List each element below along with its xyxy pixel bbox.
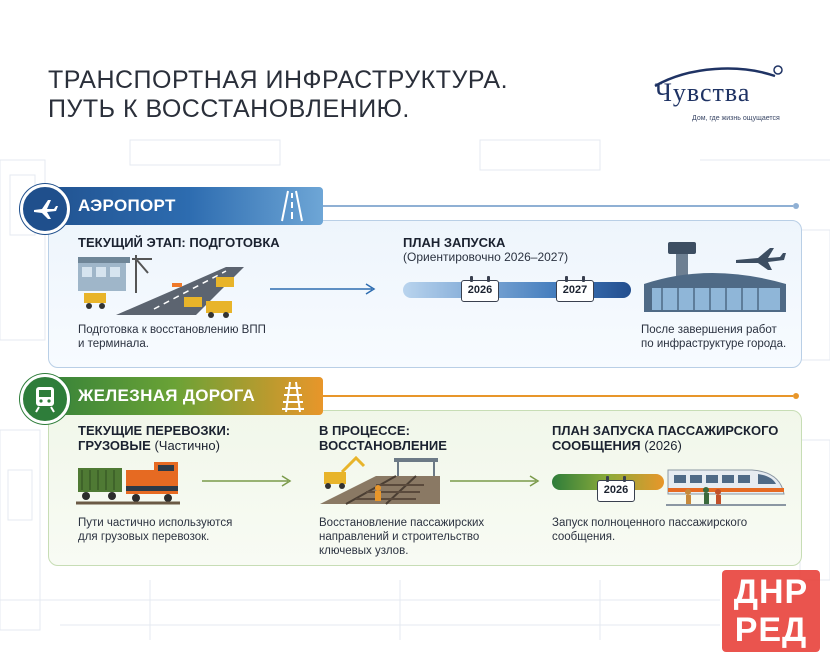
rail-plan-heading-year: (2026) xyxy=(644,438,682,453)
airport-header-line xyxy=(323,205,793,207)
rail-header-line xyxy=(323,395,793,397)
airport-year-badge-2027: 2027 xyxy=(556,276,594,302)
rail-track-icon xyxy=(282,381,304,413)
airport-current-text-1: Подготовка к восстановлению ВПП xyxy=(78,324,266,336)
airport-section-title: АЭРОПОРТ xyxy=(78,196,176,215)
logo-text: Чувства xyxy=(655,78,751,107)
watermark-line-2: РЕД xyxy=(734,611,808,649)
rail-arrow-2-icon xyxy=(450,475,540,487)
rail-current-text-1: Пути частично используются xyxy=(78,517,233,529)
airport-plan-heading: ПЛАН ЗАПУСКА xyxy=(403,235,506,250)
airplane-icon xyxy=(20,184,70,234)
rail-process-text-1: Восстановление пассажирских xyxy=(319,517,485,529)
freight-train-illustration xyxy=(76,462,180,505)
watermark-stamp: ДНР РЕД xyxy=(722,570,820,652)
rail-plan-heading-2-row: СООБЩЕНИЯ (2026) xyxy=(552,438,682,453)
runway-icon xyxy=(281,190,303,222)
rail-year-badge-2026: 2026 xyxy=(597,476,635,502)
rail-plan-text-1: Запуск полноценного пассажирского xyxy=(552,517,748,529)
airport-current-text-2: и терминала. xyxy=(78,338,149,350)
airport-after-text-1: После завершения работ xyxy=(641,324,777,336)
rail-plan-heading-2: СООБЩЕНИЯ xyxy=(552,438,641,453)
airport-plan-sub: (Ориентировочно 2026–2027) xyxy=(403,250,569,264)
rail-arrow-1-icon xyxy=(202,475,292,487)
rail-current-heading-note: (Частично) xyxy=(154,438,220,453)
rail-section-title: ЖЕЛЕЗНАЯ ДОРОГА xyxy=(78,386,256,405)
rail-process-heading-2: ВОССТАНОВЛЕНИЕ xyxy=(319,438,447,453)
airport-after-text-2: по инфраструктуре города. xyxy=(641,338,787,350)
airport-timeline-bar xyxy=(403,282,631,298)
rail-process-text-2: направлений и строительство xyxy=(319,531,480,543)
passenger-train-illustration xyxy=(666,469,786,506)
logo-tagline: Дом, где жизнь ощущается xyxy=(692,115,780,122)
train-icon xyxy=(20,374,70,424)
page-title-line-1: ТРАНСПОРТНАЯ ИНФРАСТРУКТУРА. xyxy=(48,66,509,94)
rail-process-text-3: ключевых узлов. xyxy=(319,545,409,557)
rail-current-heading-2-row: ГРУЗОВЫЕ (Частично) xyxy=(78,438,220,453)
rail-plan-text-2: сообщения. xyxy=(552,531,616,543)
logo-swoosh-icon xyxy=(654,65,783,88)
rail-current-heading-2: ГРУЗОВЫЕ xyxy=(78,438,151,453)
rail-current-text-2: для грузовых перевозок. xyxy=(78,531,210,543)
airport-current-stage-heading: ТЕКУЩИЙ ЭТАП: ПОДГОТОВКА xyxy=(78,235,280,250)
airport-arrow-icon xyxy=(270,283,376,295)
rail-current-heading-1: ТЕКУЩИЕ ПЕРЕВОЗКИ: xyxy=(78,423,231,438)
rail-process-heading-1: В ПРОЦЕССЕ: xyxy=(319,423,410,438)
airport-year-badge-2026: 2026 xyxy=(461,276,499,302)
airport-header-bar xyxy=(25,187,323,225)
rail-construction-illustration xyxy=(320,455,440,505)
page-title-line-2: ПУТЬ К ВОССТАНОВЛЕНИЮ. xyxy=(48,95,410,123)
airport-terminal-illustration xyxy=(644,242,786,312)
airport-construction-illustration xyxy=(78,255,244,318)
watermark-line-1: ДНР xyxy=(733,573,809,611)
rail-plan-heading-1: ПЛАН ЗАПУСКА ПАССАЖИРСКОГО xyxy=(552,423,779,438)
rail-header-bar xyxy=(25,377,323,415)
airport-line-dot xyxy=(793,203,799,209)
rail-line-dot xyxy=(793,393,799,399)
